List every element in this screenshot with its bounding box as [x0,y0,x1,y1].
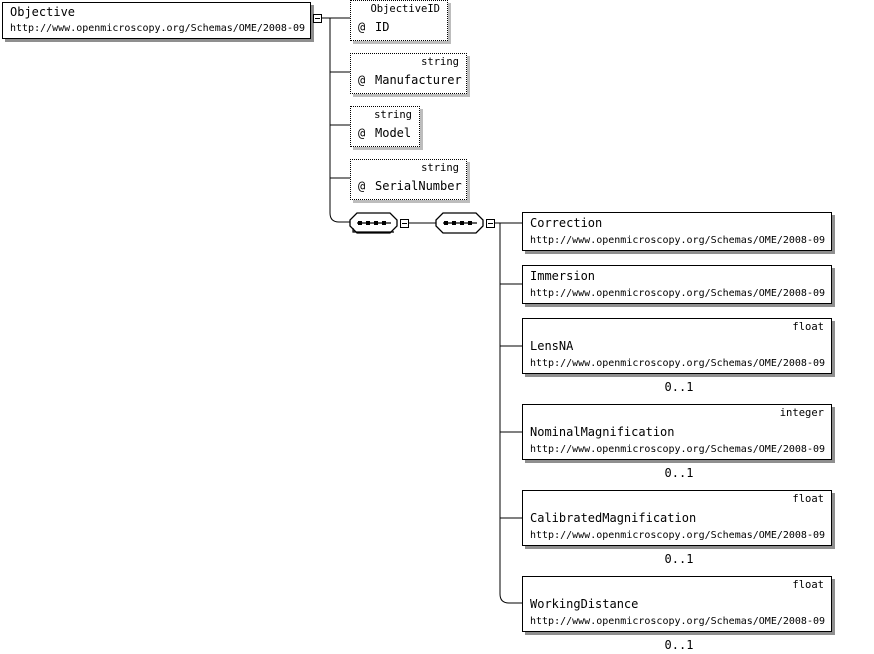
attribute-name: Manufacturer [375,73,462,87]
attribute-model[interactable]: string @ Model [350,106,420,147]
attribute-type: string [374,109,412,121]
element-namespace: http://www.openmicroscopy.org/Schemas/OM… [10,23,306,34]
element-name: Objective [10,5,76,19]
element-name: NominalMagnification [530,425,675,439]
element-lensna[interactable]: float LensNA http://www.openmicroscopy.o… [522,318,832,374]
element-type: float [792,579,824,591]
attribute-manufacturer[interactable]: string @ Manufacturer [350,53,467,94]
element-name: LensNA [530,339,574,353]
attribute-name: Model [375,126,412,140]
attribute-marker: @ [358,73,366,87]
element-correction[interactable]: Correction http://www.openmicroscopy.org… [522,212,832,251]
cardinality-label: 0..1 [664,466,694,480]
attribute-name: SerialNumber [375,179,462,193]
attribute-type: string [421,56,459,68]
element-namespace: http://www.openmicroscopy.org/Schemas/OM… [530,616,826,627]
element-calibratedmagnification[interactable]: float CalibratedMagnification http://www… [522,490,832,546]
cardinality-label: 0..1 [664,638,694,652]
collapse-toggle-root[interactable] [313,14,322,23]
element-name: Correction [530,216,603,230]
collapse-toggle-sequence-inner[interactable] [486,219,495,228]
collapse-toggle-sequence-outer[interactable] [400,219,409,228]
sequence-compositor-inner [435,212,484,234]
attribute-type: ObjectiveID [370,3,440,15]
element-namespace: http://www.openmicroscopy.org/Schemas/OM… [530,288,826,299]
attribute-marker: @ [358,20,366,34]
cardinality-label: 0..1 [664,552,694,566]
element-type: integer [779,407,824,419]
element-name: Immersion [530,269,596,283]
element-name: CalibratedMagnification [530,511,697,525]
element-workingdistance[interactable]: float WorkingDistance http://www.openmic… [522,576,832,632]
cardinality-label: 0..1 [664,380,694,394]
element-nominalmagnification[interactable]: integer NominalMagnification http://www.… [522,404,832,460]
attribute-marker: @ [358,179,366,193]
attribute-type: string [421,162,459,174]
element-namespace: http://www.openmicroscopy.org/Schemas/OM… [530,235,826,246]
element-type: float [792,493,824,505]
element-namespace: http://www.openmicroscopy.org/Schemas/OM… [530,444,826,455]
attribute-id[interactable]: ObjectiveID @ ID [350,0,448,41]
attribute-serialnumber[interactable]: string @ SerialNumber [350,159,467,200]
element-namespace: http://www.openmicroscopy.org/Schemas/OM… [530,530,826,541]
element-immersion[interactable]: Immersion http://www.openmicroscopy.org/… [522,265,832,304]
element-objective[interactable]: Objective http://www.openmicroscopy.org/… [2,2,311,39]
attribute-name: ID [375,20,390,34]
element-namespace: http://www.openmicroscopy.org/Schemas/OM… [530,358,826,369]
element-type: float [792,321,824,333]
element-name: WorkingDistance [530,597,639,611]
sequence-compositor-outer [349,212,398,234]
attribute-marker: @ [358,126,366,140]
